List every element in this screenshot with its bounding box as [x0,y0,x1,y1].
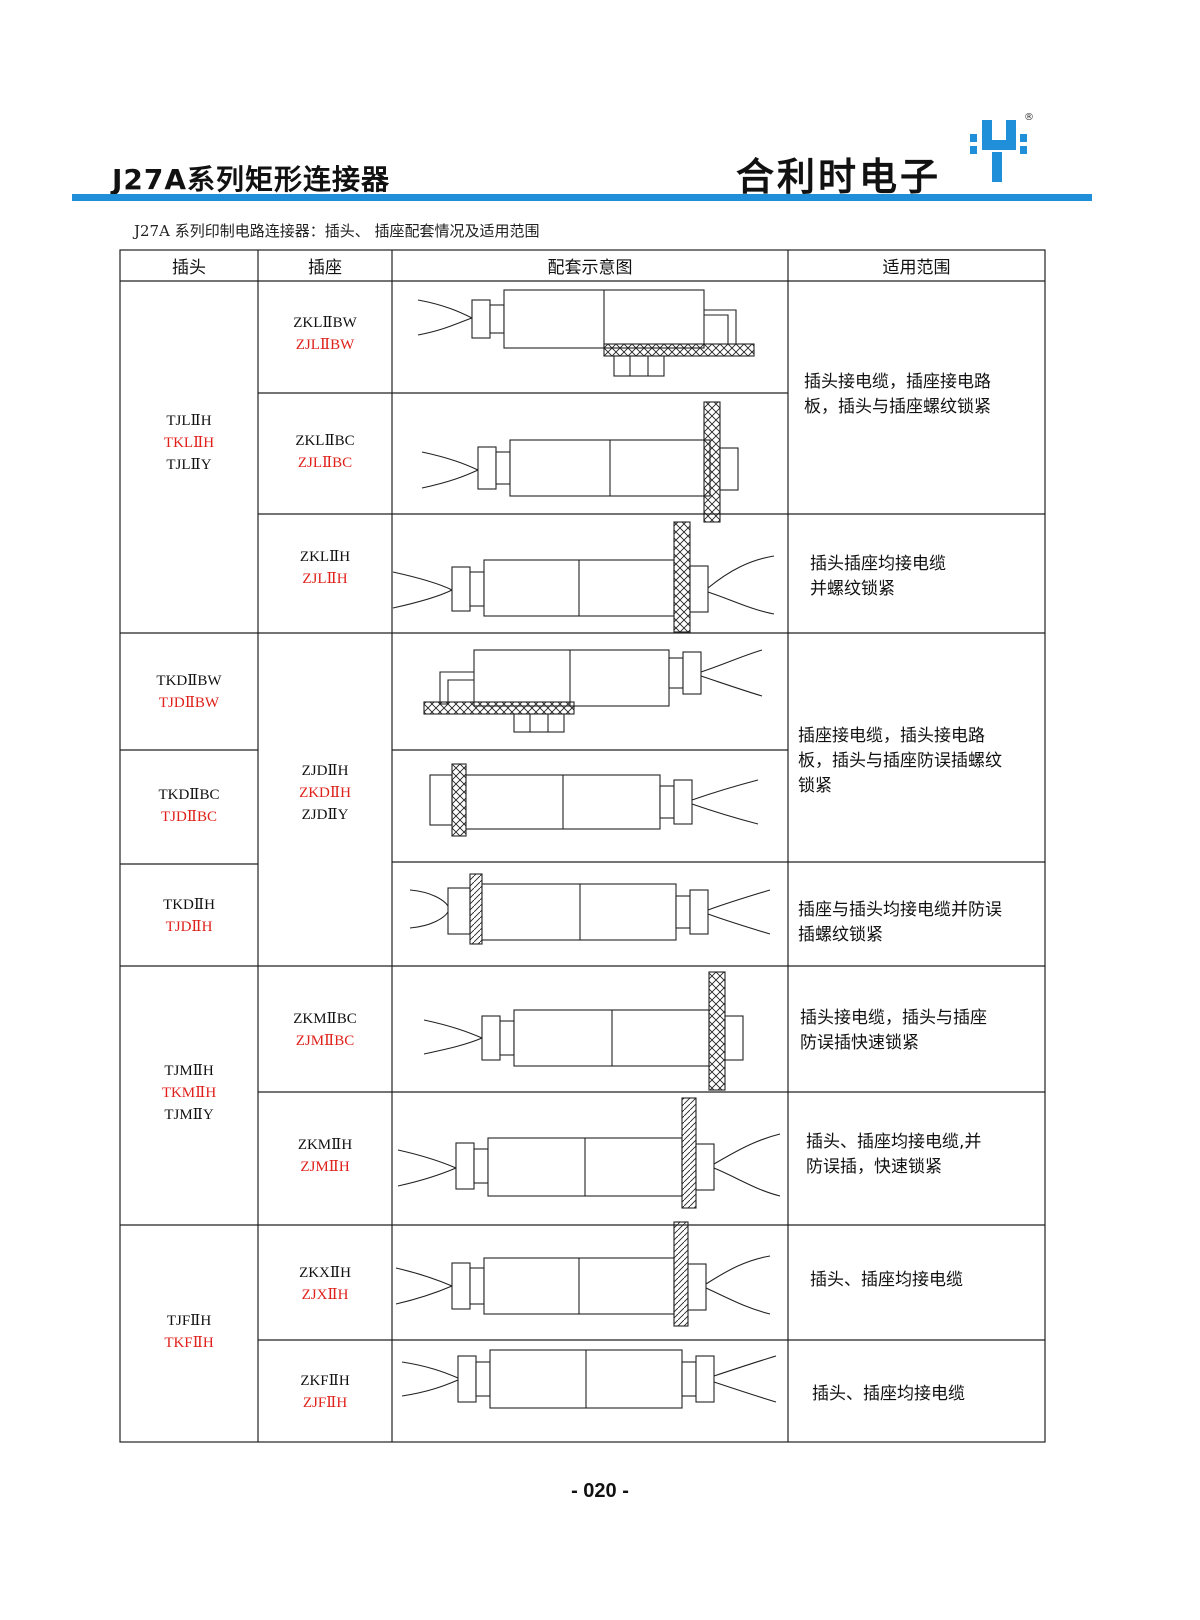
scope-text: 插头、插座均接电缆 [810,1270,963,1290]
plug-model: TJDⅡBW [158,695,220,711]
hls-h-logo-icon: ® [970,112,1034,182]
diagram-zklbc [421,401,739,523]
header-rule [72,194,1092,201]
diagram-zjdbc [429,763,759,837]
diagram-zjdbw [423,649,763,733]
plug-cell: TKDⅡBC TJDⅡBC [120,784,258,828]
plug-cell: TJFⅡH TKFⅡH [120,1310,258,1354]
socket-model: ZJLⅡBW [295,337,355,353]
socket-model: ZJMⅡBC [295,1033,355,1049]
socket-model: ZJXⅡH [301,1287,349,1303]
socket-cell: ZKXⅡH ZJXⅡH [258,1262,392,1306]
socket-cell: ZKMⅡH ZJMⅡH [258,1134,392,1178]
socket-model: ZKFⅡH [300,1373,350,1389]
plug-model: TJLⅡH [166,413,212,429]
scope-text: 插座接电缆，插头接电路 板，插头与插座防误插螺纹 锁紧 [798,726,1002,796]
socket-model: ZJFⅡH [302,1395,348,1411]
socket-model: ZJDⅡH [301,763,349,779]
plug-cell: TJMⅡH TKMⅡH TJMⅡY [120,1060,258,1126]
series-title: J27A系列矩形连接器 [112,163,391,196]
column-header-scope: 适用范围 [882,258,951,278]
socket-model: ZKLⅡBW [293,315,357,331]
plug-model: TKDⅡBW [156,673,222,689]
socket-model: ZKLⅡBC [295,433,355,449]
registered-mark: ® [1024,112,1034,123]
socket-model: ZKLⅡH [299,549,351,565]
column-header-socket: 插座 [308,258,342,278]
scope-text: 插头接电缆，插头与插座 防误插快速锁紧 [800,1008,987,1053]
plug-model: TKLⅡH [163,435,215,451]
socket-model: ZJMⅡH [300,1159,350,1175]
column-header-plug: 插头 [172,258,206,278]
socket-model: ZKMⅡH [297,1137,353,1153]
scope-text: 插头、插座均接电缆 [812,1384,965,1404]
plug-model: TKFⅡH [164,1335,214,1351]
plug-model: TKDⅡH [163,897,215,913]
plug-cell: TKDⅡBW TJDⅡBW [120,670,258,714]
page-number: - 020 - [571,1480,629,1502]
column-header-diagram: 配套示意图 [547,258,633,278]
socket-model: ZKXⅡH [299,1265,351,1281]
socket-cell: ZKMⅡBC ZJMⅡBC [258,1008,392,1052]
diagram-zklh [392,521,775,633]
diagram-zkfh [401,1349,777,1409]
diagram-zjdh [409,873,771,945]
plug-model: TJMⅡH [164,1063,214,1079]
plug-cell: TJLⅡH TKLⅡH TJLⅡY [120,410,258,476]
plug-cell: TKDⅡH TJDⅡH [120,894,258,938]
socket-cell: ZKLⅡBW ZJLⅡBW [258,312,392,356]
scope-text: 插头、插座均接电缆,并 防误插，快速锁紧 [806,1132,982,1177]
plug-model: TJMⅡY [164,1107,214,1123]
plug-model: TJDⅡH [165,919,213,935]
socket-cell: ZKLⅡBC ZJLⅡBC [258,430,392,474]
diagram-zkmh [397,1097,781,1209]
diagram-zkxh [395,1221,771,1327]
scope-text: 插头插座均接电缆 并螺纹锁紧 [810,554,946,599]
socket-model: ZKDⅡH [299,785,351,801]
socket-model: ZKMⅡBC [293,1011,357,1027]
socket-cell: ZKLⅡH ZJLⅡH [258,546,392,590]
scope-text: 插座与插头均接电缆并防误 插螺纹锁紧 [798,900,1002,945]
socket-cell: ZKFⅡH ZJFⅡH [258,1370,392,1414]
table-caption: J27A 系列印制电路连接器：插头、 插座配套情况及适用范围 [134,222,540,240]
plug-model: TJFⅡH [166,1313,212,1329]
plug-model: TJDⅡBC [160,809,218,825]
scope-text: 插头接电缆，插座接电路 板，插头与插座螺纹锁紧 [804,372,991,417]
plug-model: TKMⅡH [161,1085,217,1101]
plug-model: TJLⅡY [166,457,212,473]
socket-cell: ZJDⅡH ZKDⅡH ZJDⅡY [258,760,392,826]
diagram-zkmbc [423,971,744,1091]
socket-model: ZJLⅡBC [297,455,353,471]
socket-model: ZJLⅡH [302,571,348,587]
socket-model: ZJDⅡY [301,807,349,823]
diagram-zklbw [417,289,755,377]
company-name: 合利时电子 [736,155,942,199]
plug-model: TKDⅡBC [158,787,220,803]
